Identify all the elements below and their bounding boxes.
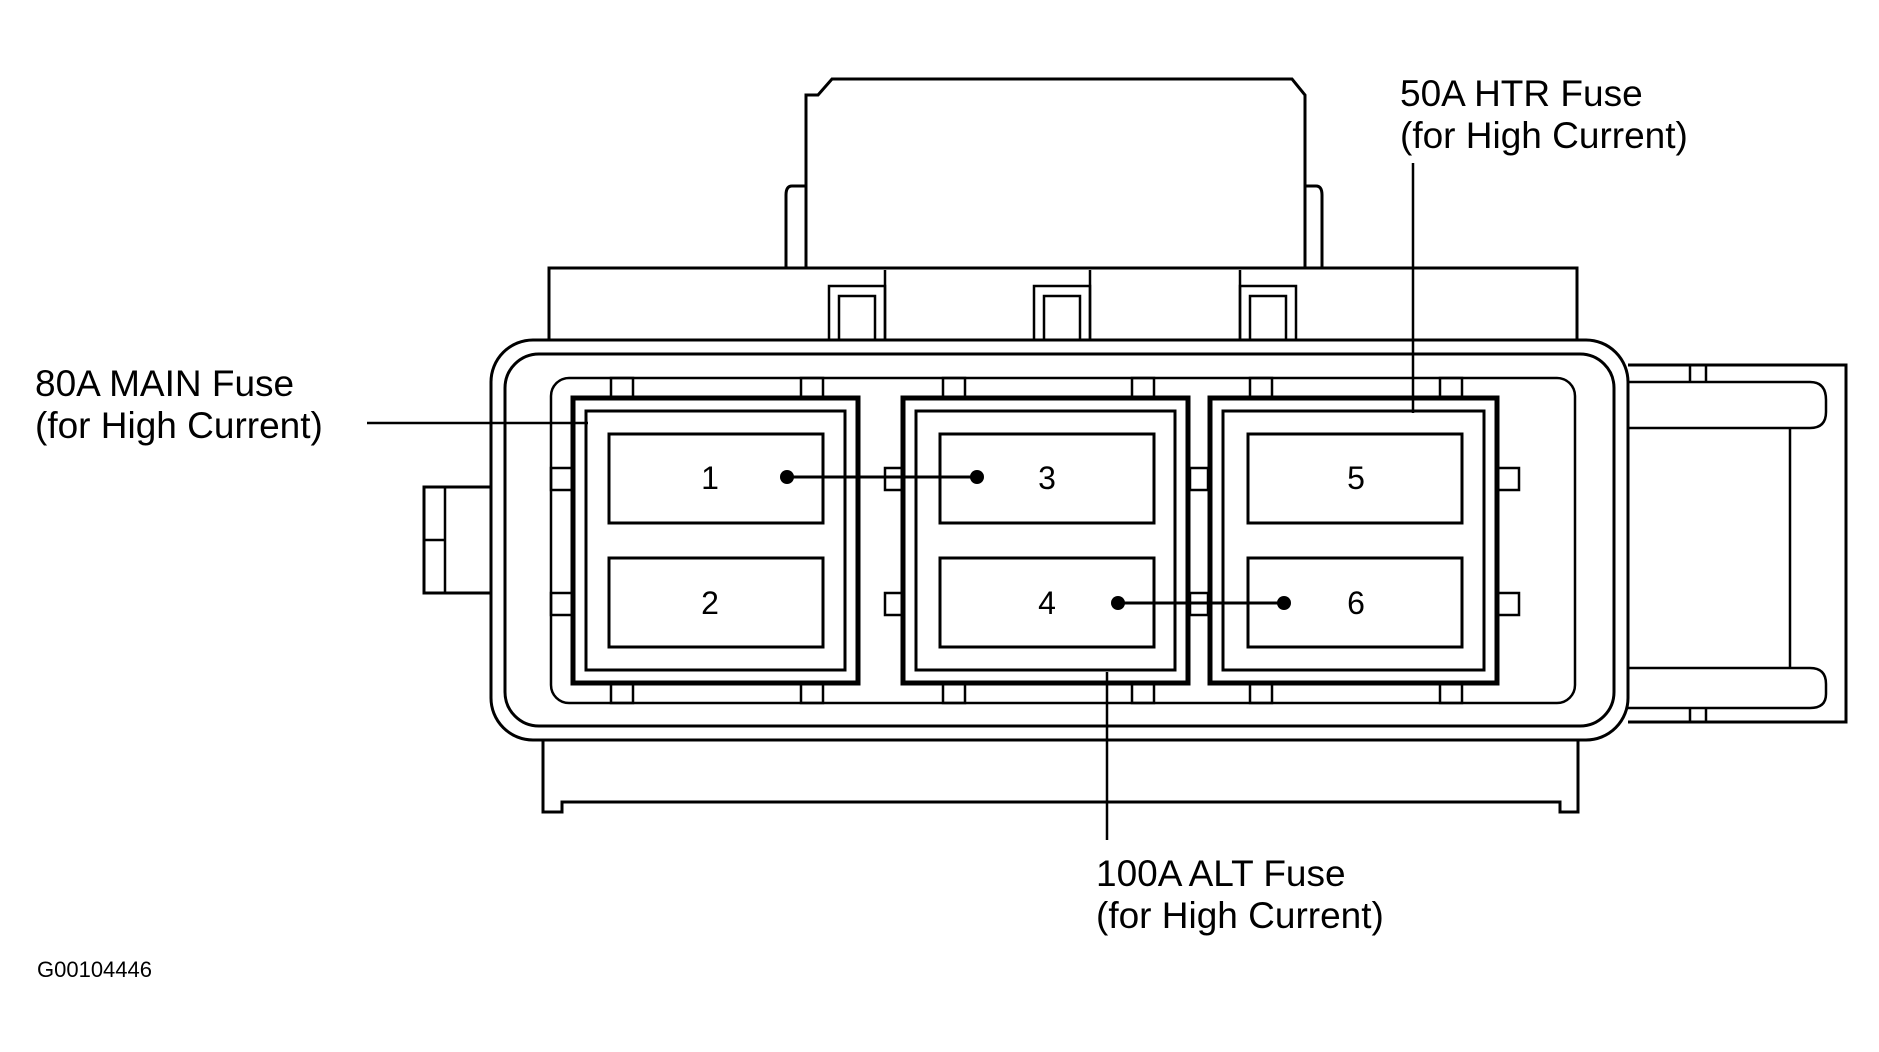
terminal-dot [780, 470, 794, 484]
fuse-frame-main [570, 395, 861, 686]
upper-housing [547, 266, 1579, 342]
slot-2-label: 2 [701, 585, 719, 621]
left-tab [422, 485, 494, 595]
slot-4-label: 4 [1038, 585, 1056, 621]
label-main-line2: (for High Current) [35, 405, 323, 446]
terminal-dot [970, 470, 984, 484]
slot-5-label: 5 [1347, 460, 1365, 496]
fuse-frame-htr [1207, 395, 1500, 686]
slot-3-label: 3 [1038, 460, 1056, 496]
lower-skirt [541, 740, 1580, 814]
slot-1-label: 1 [701, 460, 719, 496]
terminal-dot [1111, 596, 1125, 610]
slot-2: 2 [607, 556, 825, 649]
label-main-line1: 80A MAIN Fuse [35, 363, 294, 404]
connection-1-3 [780, 470, 984, 484]
connection-4-6 [1111, 596, 1291, 610]
slot-5: 5 [1246, 432, 1464, 525]
label-htr-line1: 50A HTR Fuse [1400, 73, 1643, 114]
slot-6-label: 6 [1347, 585, 1365, 621]
main-body [489, 338, 1630, 742]
right-latch [1628, 363, 1848, 724]
figure-code: G00104446 [37, 957, 152, 982]
label-htr-fuse: 50A HTR Fuse (for High Current) [1400, 73, 1688, 156]
top-cover [784, 77, 1324, 270]
label-htr-line2: (for High Current) [1400, 115, 1688, 156]
label-main-fuse: 80A MAIN Fuse (for High Current) [35, 363, 323, 446]
label-alt-line1: 100A ALT Fuse [1096, 853, 1346, 894]
terminal-dot [1277, 596, 1291, 610]
label-alt-fuse: 100A ALT Fuse (for High Current) [1096, 853, 1384, 936]
fuse-frame-alt [900, 395, 1191, 686]
label-alt-line2: (for High Current) [1096, 895, 1384, 936]
